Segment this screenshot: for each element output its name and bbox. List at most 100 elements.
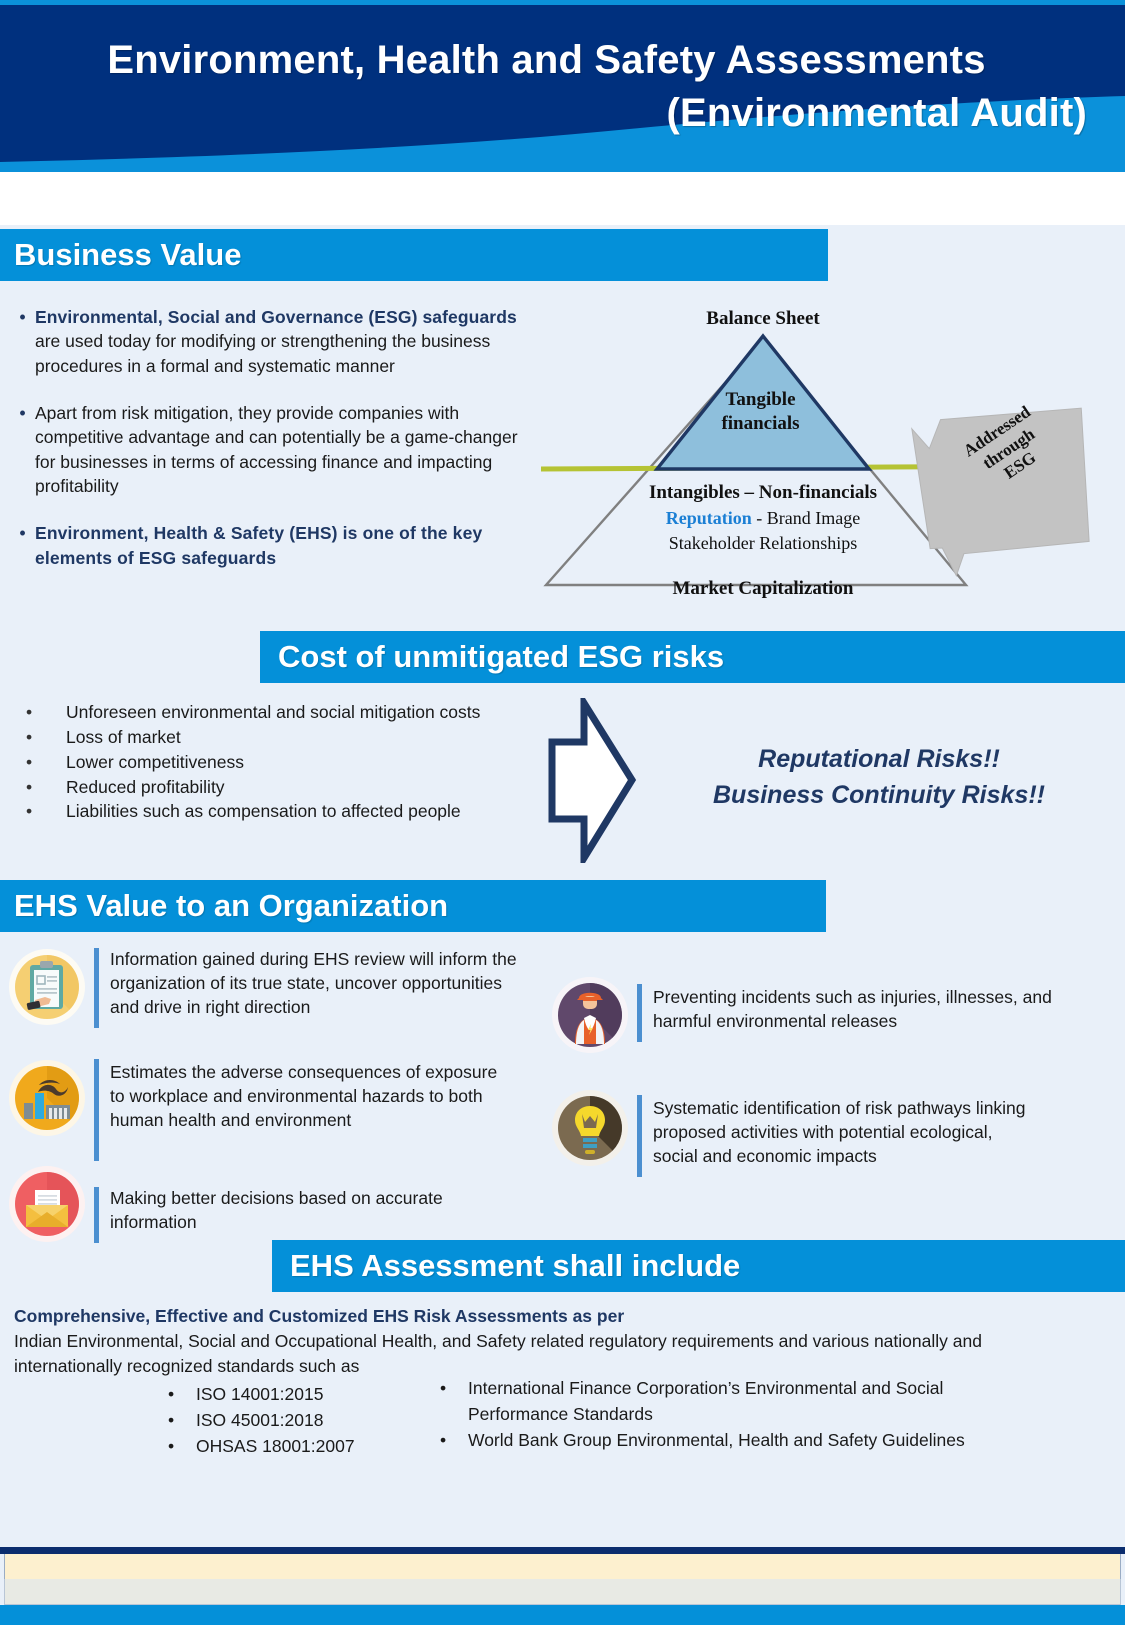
list-item: • Reduced profitability (14, 775, 534, 800)
list-item: • Loss of market (14, 725, 534, 750)
pyramid-label-reputation: Reputation (665, 508, 752, 528)
page-title-line1: Environment, Health and Safety Assessmen… (107, 38, 986, 82)
footer-gray-strip (4, 1579, 1121, 1605)
ehs-value-item: Systematic identification of risk pathwa… (551, 1089, 1041, 1177)
bullet-dot-icon: • (19, 523, 26, 544)
list-item-text: Apart from risk mitigation, they provide… (35, 401, 535, 498)
assessment-standards-columns: • ISO 14001:2015 • ISO 45001:2018 • OHSA… (0, 1378, 1125, 1492)
bullet-dot-icon: • (26, 751, 33, 772)
ehs-value-item-text: Information gained during EHS review wil… (110, 949, 517, 1017)
cost-risks-bullet-list: • Unforeseen environmental and social mi… (14, 700, 534, 824)
accent-rule (94, 948, 99, 1028)
outcome-line-business-continuity: Business Continuity Risks!! (713, 780, 1045, 809)
list-item: • World Bank Group Environmental, Health… (440, 1428, 980, 1454)
list-item: • Environmental, Social and Governance (… (10, 305, 535, 378)
list-item-body: are used today for modifying or strength… (35, 331, 491, 376)
pyramid-label-brand-image: - Brand Image (751, 508, 861, 528)
right-arrow-icon (548, 698, 637, 863)
pyramid-label-stakeholder: Stakeholder Relationships (668, 533, 858, 553)
list-item: • International Finance Corporation’s En… (440, 1376, 980, 1428)
pyramid-label-market-capitalization: Market Capitalization (672, 578, 854, 599)
list-item-text: World Bank Group Environmental, Health a… (468, 1429, 965, 1450)
bullet-dot-icon: • (19, 307, 26, 327)
bullet-dot-icon: • (168, 1384, 175, 1404)
esg-pyramid-diagram: Balance Sheet Tangible financials Intang… (528, 300, 1125, 618)
list-item-text: ISO 45001:2018 (196, 1409, 324, 1430)
section-header-cost-risks: Cost of unmitigated ESG risks (260, 631, 1125, 683)
ehs-value-item-text: Making better decisions based on accurat… (110, 1188, 443, 1232)
list-item-text: Reduced profitability (66, 776, 225, 797)
clipboard-checklist-icon (8, 948, 86, 1026)
section-title-assessment: EHS Assessment shall include (290, 1248, 741, 1283)
list-item-text: Liabilities such as compensation to affe… (66, 801, 461, 822)
header-bottom-accent-line (0, 168, 1125, 172)
list-item-body: Apart from risk mitigation, they provide… (35, 402, 518, 496)
list-item-text: ISO 14001:2015 (196, 1384, 324, 1404)
list-item: • Unforeseen environmental and social mi… (14, 700, 534, 725)
cost-risks-outcome: Reputational Risks!! Business Continuity… (655, 742, 1103, 813)
list-item-emphasis: Environmental, Social and Governance (ES… (35, 307, 517, 327)
page-title-line2: (Environmental Audit) (666, 90, 1087, 135)
list-item: • Environment, Health & Safety (EHS) is … (10, 521, 535, 570)
envelope-letter-icon (8, 1165, 86, 1243)
ehs-value-item: Making better decisions based on accurat… (8, 1165, 508, 1243)
list-item: • ISO 45001:2018 (168, 1408, 418, 1434)
ehs-value-item: Information gained during EHS review wil… (8, 948, 532, 1028)
safety-worker-icon (551, 976, 629, 1054)
bullet-dot-icon: • (440, 1378, 447, 1398)
bullet-dot-icon: • (26, 801, 33, 822)
bullet-dot-icon: • (26, 726, 33, 747)
assessment-lead-body: Indian Environmental, Social and Occupat… (14, 1331, 982, 1377)
page-title: Environment, Health and Safety Assessmen… (0, 34, 1093, 140)
bullet-dot-icon: • (26, 702, 33, 722)
accent-rule (637, 1095, 642, 1177)
pyramid-label-reputation-row: Reputation - Brand Image (583, 508, 943, 529)
pyramid-label-intangibles: Intangibles – Non-financials (648, 482, 878, 503)
factory-pollution-icon (8, 1059, 86, 1137)
bullet-dot-icon: • (19, 402, 26, 423)
accent-rule (94, 1187, 99, 1243)
ehs-value-item-text: Systematic identification of risk pathwa… (653, 1098, 1026, 1166)
section-header-ehs-value: EHS Value to an Organization (0, 880, 826, 932)
footer-accent-bar (0, 1605, 1125, 1625)
assessment-standards-left: • ISO 14001:2015 • ISO 45001:2018 • OHSA… (168, 1382, 418, 1460)
list-item-text: Loss of market (66, 726, 181, 747)
ehs-value-item-text: Preventing incidents such as injuries, i… (653, 987, 1052, 1031)
accent-rule (637, 984, 642, 1042)
section-header-assessment: EHS Assessment shall include (272, 1240, 1125, 1292)
list-item-text: OHSAS 18001:2007 (196, 1435, 355, 1456)
bullet-dot-icon: • (440, 1429, 447, 1450)
header-wave-shape (0, 96, 1125, 168)
ehs-value-item: Estimates the adverse consequences of ex… (8, 1059, 508, 1161)
assessment-lead-bold: Comprehensive, Effective and Customized … (14, 1306, 625, 1326)
lightbulb-idea-icon (551, 1089, 629, 1167)
page-header: Environment, Health and Safety Assessmen… (0, 0, 1125, 168)
bullet-dot-icon: • (168, 1409, 175, 1430)
list-item: • Liabilities such as compensation to af… (14, 799, 534, 824)
bullet-dot-icon: • (168, 1435, 175, 1456)
bullet-dot-icon: • (26, 776, 33, 797)
tangible-financials-triangle (653, 333, 873, 471)
assessment-standards-right: • International Finance Corporation’s En… (440, 1376, 980, 1454)
pyramid-graphic (540, 333, 1090, 587)
list-item-text: Lower competitiveness (66, 751, 244, 772)
list-item-text: Unforeseen environmental and social miti… (66, 702, 481, 722)
section-title-ehs-value: EHS Value to an Organization (14, 888, 449, 923)
pyramid-label-tangible-financials: Tangible financials (668, 388, 853, 436)
pyramid-label-balance-sheet: Balance Sheet (706, 308, 820, 329)
accent-rule (94, 1059, 99, 1161)
list-item: • Apart from risk mitigation, they provi… (10, 401, 535, 498)
ehs-value-item: Preventing incidents such as injuries, i… (551, 976, 1111, 1054)
tangible-line2: financials (721, 412, 800, 434)
list-item-body: Environment, Health & Safety (EHS) is on… (35, 523, 483, 568)
outcome-line-reputational: Reputational Risks!! (758, 745, 1000, 773)
section-header-business-value: Business Value (0, 229, 828, 281)
list-item-text: Environment, Health & Safety (EHS) is on… (35, 521, 535, 570)
list-item: • Lower competitiveness (14, 750, 534, 775)
list-item: • ISO 14001:2015 (168, 1382, 418, 1408)
header-top-accent-line (0, 0, 1125, 5)
ehs-value-item-text: Estimates the adverse consequences of ex… (110, 1062, 498, 1130)
section-title-cost-risks: Cost of unmitigated ESG risks (278, 639, 725, 674)
esg-callout-banner (911, 407, 1090, 578)
